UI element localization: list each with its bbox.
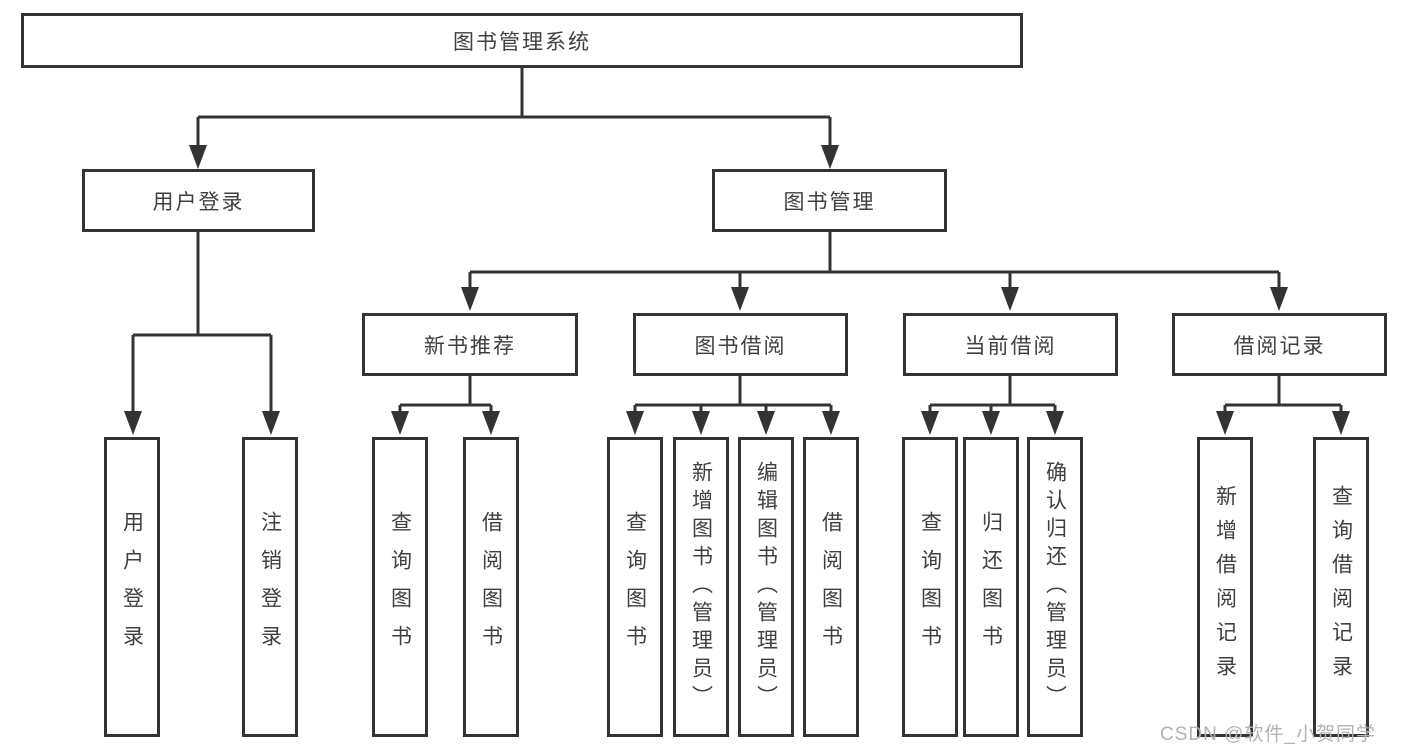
arrowhead <box>731 287 749 311</box>
connector-currentborrow-to-leaves <box>928 376 1057 416</box>
node-book-management: 图书管理 <box>712 169 947 232</box>
leaf-current-return-books: 归还图书 <box>963 437 1019 737</box>
leaf-borrow-query-books-label: 查询图书 <box>623 511 647 663</box>
arrowhead <box>822 411 840 435</box>
leaf-borrow-edit-books-admin: 编辑图书（管理员） <box>738 437 794 737</box>
arrowhead <box>482 411 500 435</box>
arrowhead <box>262 411 280 435</box>
node-current-borrow: 当前借阅 <box>903 313 1118 376</box>
node-borrow-records-label: 借阅记录 <box>1233 334 1326 358</box>
leaf-borrow-add-books-admin-label: 新增图书（管理员） <box>689 461 713 713</box>
arrowhead <box>124 411 142 435</box>
arrowhead <box>1001 287 1019 311</box>
leaf-current-confirm-return-admin: 确认归还（管理员） <box>1027 437 1083 737</box>
leaf-logout-label: 注销登录 <box>258 511 282 663</box>
arrowhead <box>692 411 710 435</box>
connector-records-to-leaves <box>1223 376 1343 416</box>
node-root-label: 图书管理系统 <box>453 30 591 54</box>
arrowhead <box>1332 411 1350 435</box>
leaf-logout: 注销登录 <box>242 437 298 737</box>
leaf-user-login: 用户登录 <box>104 437 160 737</box>
connector-root-to-level2 <box>196 68 832 150</box>
arrowhead <box>189 145 207 169</box>
arrowhead <box>461 287 479 311</box>
leaf-recommend-borrow-books: 借阅图书 <box>463 437 519 737</box>
leaf-borrow-borrow-books: 借阅图书 <box>803 437 859 737</box>
leaf-user-login-label: 用户登录 <box>120 511 144 663</box>
node-current-borrow-label: 当前借阅 <box>964 334 1057 358</box>
leaf-recommend-borrow-books-label: 借阅图书 <box>479 511 503 663</box>
node-borrow-records: 借阅记录 <box>1172 313 1387 376</box>
arrowhead <box>626 411 644 435</box>
node-new-book-recommend-label: 新书推荐 <box>424 334 516 358</box>
leaf-current-query-books-label: 查询图书 <box>918 511 942 663</box>
node-new-book-recommend: 新书推荐 <box>362 313 578 376</box>
arrowhead <box>821 145 839 169</box>
arrowhead <box>982 411 1000 435</box>
leaf-recommend-query-books-label: 查询图书 <box>388 511 412 663</box>
arrowhead <box>1046 411 1064 435</box>
arrowhead <box>921 411 939 435</box>
node-user-login: 用户登录 <box>82 169 315 232</box>
leaf-records-add-record: 新增借阅记录 <box>1197 437 1253 737</box>
node-book-borrow: 图书借阅 <box>633 313 848 376</box>
leaf-current-query-books: 查询图书 <box>902 437 958 737</box>
csdn-watermark: CSDN @软件_小贺同学 <box>1160 724 1376 745</box>
leaf-borrow-add-books-admin: 新增图书（管理员） <box>673 437 729 737</box>
connector-userlogin-to-leaves <box>131 232 273 416</box>
leaf-records-query-record-label: 查询借阅记录 <box>1329 485 1353 689</box>
arrowhead <box>1270 287 1288 311</box>
arrowhead <box>1216 411 1234 435</box>
node-root: 图书管理系统 <box>21 13 1023 68</box>
node-user-login-label: 用户登录 <box>152 190 245 214</box>
node-book-borrow-label: 图书借阅 <box>694 334 787 358</box>
leaf-records-query-record: 查询借阅记录 <box>1313 437 1369 737</box>
leaf-current-return-books-label: 归还图书 <box>979 511 1003 663</box>
connector-bookborrow-to-leaves <box>633 376 833 416</box>
node-book-management-label: 图书管理 <box>783 190 876 214</box>
leaf-current-confirm-return-admin-label: 确认归还（管理员） <box>1043 461 1067 713</box>
leaf-recommend-query-books: 查询图书 <box>372 437 428 737</box>
arrowhead <box>391 411 409 435</box>
connector-bookmgmt-to-level3 <box>468 232 1281 292</box>
leaf-borrow-borrow-books-label: 借阅图书 <box>819 511 843 663</box>
connector-recommend-to-leaves <box>398 376 493 416</box>
leaf-borrow-query-books: 查询图书 <box>607 437 663 737</box>
leaf-borrow-edit-books-admin-label: 编辑图书（管理员） <box>754 461 778 713</box>
arrowhead <box>757 411 775 435</box>
leaf-records-add-record-label: 新增借阅记录 <box>1213 485 1237 689</box>
arrowheads <box>124 145 1350 435</box>
